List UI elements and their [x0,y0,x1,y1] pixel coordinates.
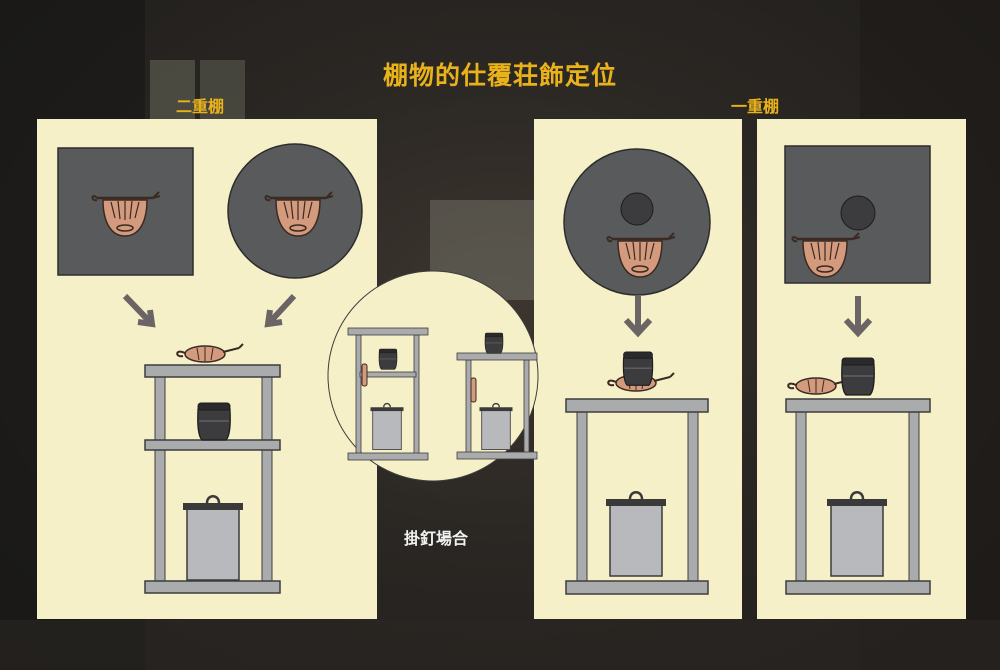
tea-jar-icon [622,351,654,386]
middle-shelf [144,439,281,451]
arrow-down-icon [623,317,653,338]
tea-jar-icon [197,402,231,441]
top-shelf [144,364,281,378]
double-shelf-square-detail [57,147,194,276]
hanging-nail-caption: 掛釘場合 [404,529,469,548]
water-vessel-icon [181,495,245,582]
tea-jar-icon [484,332,504,354]
single-shelf-square-detail [784,145,931,284]
single-shelf-arrow-b [843,296,873,338]
double-shelf-round-detail [227,143,363,279]
double-shelf-arrows [122,293,297,328]
double-shelf-label: 二重棚 [176,97,225,116]
single-shelf-label: 一重棚 [731,97,780,116]
arrow-down-left-icon [264,309,283,328]
pouch-icon [176,343,244,363]
single-shelf-arrow-a [623,296,653,338]
water-vessel-icon [478,402,514,451]
bottom-shelf [144,580,281,594]
double-shelf-stand [144,343,281,594]
arrow-down-icon [843,317,873,338]
water-vessel-icon [604,491,668,578]
hanging-nail-detail [327,270,539,482]
single-shelf-stand-a [565,351,709,595]
water-vessel-icon [825,491,889,578]
tea-jar-icon [378,348,398,370]
tea-jar-icon [841,357,875,396]
water-vessel-icon [369,402,405,451]
hanging-pouch-icon [470,377,477,403]
hanging-pouch-icon [361,363,368,387]
single-shelf-round-detail [563,148,711,296]
single-shelf-stand-b [785,357,931,595]
page-title: 棚物的仕覆荘飾定位 [382,61,617,90]
arrow-down-right-icon [137,309,156,328]
